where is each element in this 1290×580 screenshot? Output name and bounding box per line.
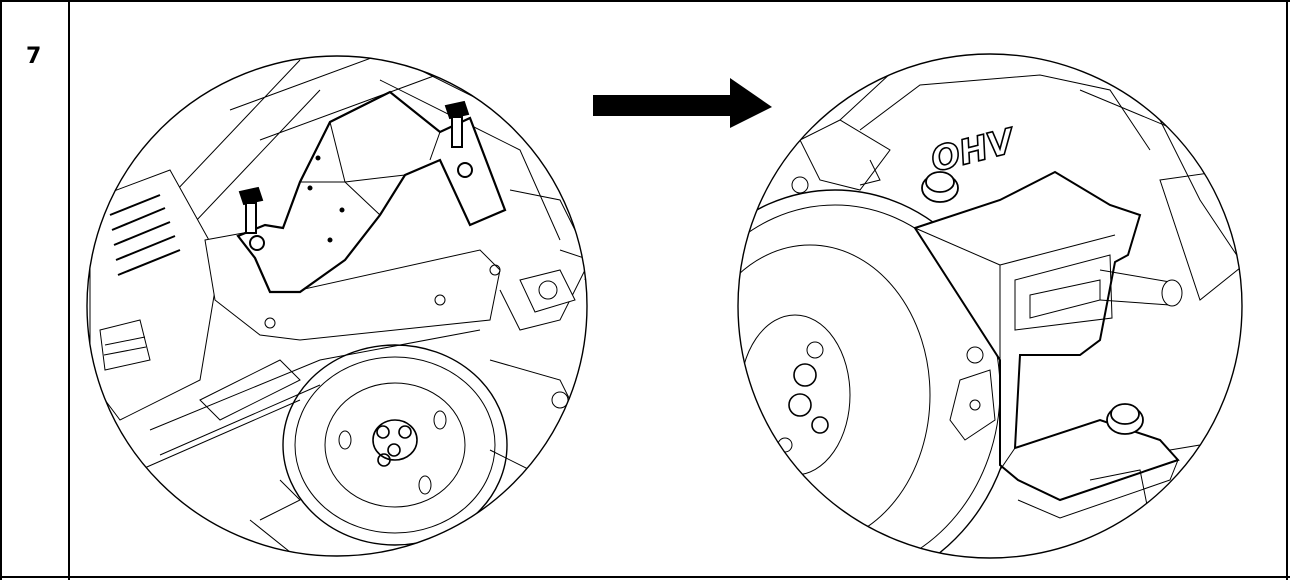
table-bottom-border [0,576,1290,578]
step-number-cell: 7 [0,0,70,580]
engine-guard-installed-illustration: OHV [737,53,1243,559]
step-number: 7 [26,44,42,69]
table-top-border [0,0,1290,2]
illustration-panel: OHV [86,53,1243,559]
arrow-right-icon [593,78,772,128]
engine-bracket-before-illustration [86,55,588,557]
table-right-border [1286,0,1288,580]
